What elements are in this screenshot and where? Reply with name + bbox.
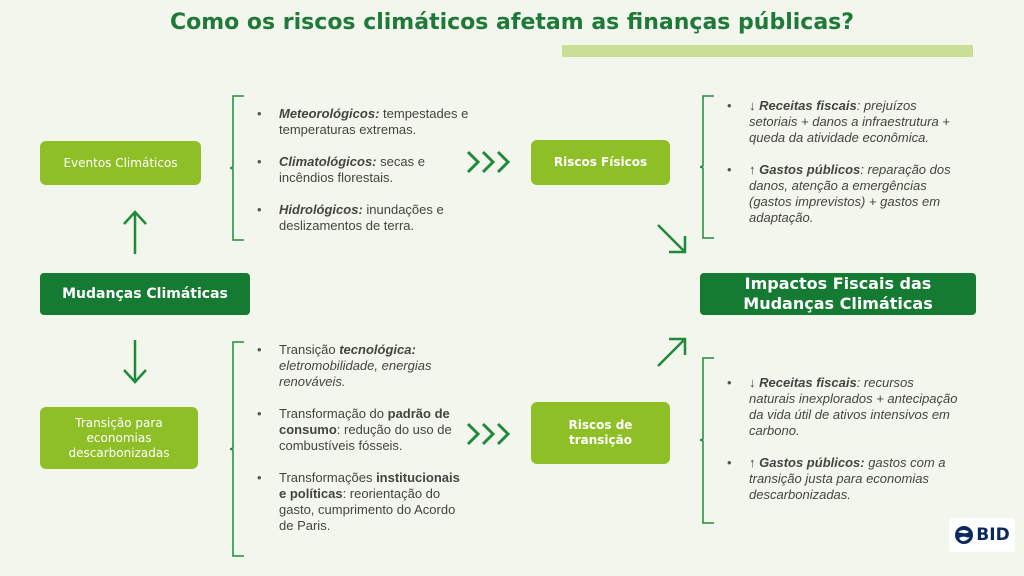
arrow-down-icon: ↓ xyxy=(749,98,756,113)
impactos-fiscais-box: Impactos Fiscais das Mudanças Climáticas xyxy=(700,273,976,315)
mudancas-climaticas-label: Mudanças Climáticas xyxy=(62,285,228,302)
transicao-label: Transição para economias descarbonizadas xyxy=(68,415,170,460)
list-item: Climatológicos: secas e incêndios flores… xyxy=(255,154,470,186)
arrow-up-icon: ↑ xyxy=(749,455,756,470)
bid-logo: BID xyxy=(949,518,1015,552)
list-item: ↑ Gastos públicos: reparação dos danos, … xyxy=(725,162,960,226)
transicao-list: Transição tecnológica: eletromobilidade,… xyxy=(255,342,470,534)
riscos-fisicos-label: Riscos Físicos xyxy=(553,155,648,169)
fisicos-impacts-list: ↓ Receitas fiscais: prejuízos setoriais … xyxy=(725,98,960,226)
riscos-fisicos-box: Riscos Físicos xyxy=(531,140,670,185)
eventos-climaticos-box: Eventos Climáticos xyxy=(40,141,201,185)
chevrons-right-icon xyxy=(466,422,511,446)
arrow-down-icon xyxy=(123,340,147,384)
bid-logo-text: BID xyxy=(976,525,1010,545)
list-item: Transformações institucionais e política… xyxy=(255,470,470,534)
mudancas-climaticas-box: Mudanças Climáticas xyxy=(40,273,250,315)
list-item: Transição tecnológica: eletromobilidade,… xyxy=(255,342,470,390)
arrow-diagonal-down-icon xyxy=(657,224,687,254)
riscos-transicao-label: Riscos de transição xyxy=(568,418,633,447)
impactos-fiscais-label: Impactos Fiscais das Mudanças Climáticas xyxy=(743,274,933,313)
bid-logo-icon xyxy=(955,526,974,544)
list-item: ↓ Receitas fiscais: recursos naturais in… xyxy=(725,375,960,439)
transicao-box: Transição para economias descarbonizadas xyxy=(40,407,198,469)
bracket-transicao-impacts xyxy=(700,357,714,524)
riscos-transicao-box: Riscos de transição xyxy=(531,402,670,464)
list-item: Hidrológicos: inundações e deslizamentos… xyxy=(255,202,470,234)
list-item: ↑ Gastos públicos: gastos com a transiçã… xyxy=(725,455,960,503)
eventos-climaticos-label: Eventos Climáticos xyxy=(63,155,178,170)
chevrons-right-icon xyxy=(466,150,511,174)
arrow-diagonal-up-icon xyxy=(657,337,687,367)
arrow-down-icon: ↓ xyxy=(749,375,756,390)
bracket-transicao xyxy=(230,341,244,557)
eventos-list: Meteorológicos: tempestades e temperatur… xyxy=(255,106,470,234)
page-title: Como os riscos climáticos afetam as fina… xyxy=(169,10,855,35)
arrow-up-icon: ↑ xyxy=(749,162,756,177)
transicao-impacts-list: ↓ Receitas fiscais: recursos naturais in… xyxy=(725,375,960,503)
bracket-eventos xyxy=(230,95,244,241)
list-item: Meteorológicos: tempestades e temperatur… xyxy=(255,106,470,138)
list-item: Transformação do padrão de consumo: redu… xyxy=(255,406,470,454)
list-item: ↓ Receitas fiscais: prejuízos setoriais … xyxy=(725,98,960,146)
arrow-up-icon xyxy=(123,210,147,254)
bracket-fisicos xyxy=(700,95,714,239)
title-accent-bar xyxy=(562,45,973,57)
